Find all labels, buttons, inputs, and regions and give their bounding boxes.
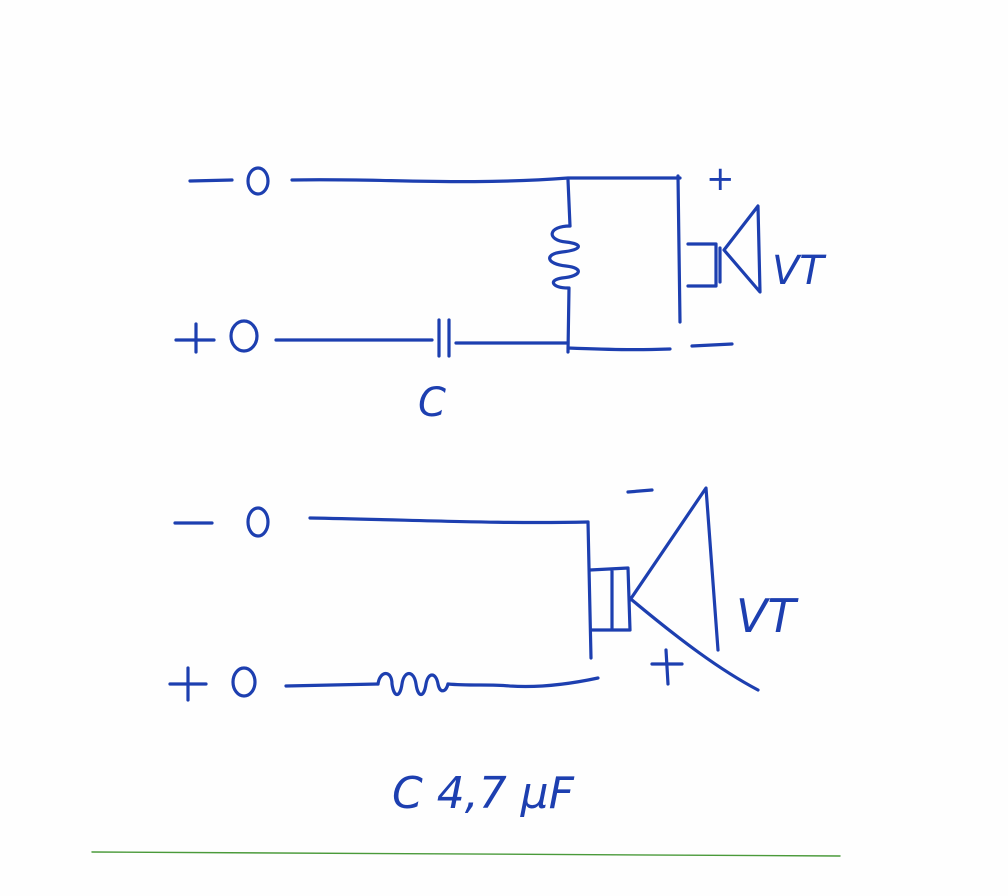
top-speaker-magnet bbox=[686, 242, 722, 288]
top-upper-wire bbox=[290, 176, 682, 184]
bottom-capacitor-note: C 4,7 μF bbox=[392, 768, 575, 819]
top-minus-terminal-circle bbox=[246, 166, 270, 196]
bottom-speaker-minus-mark bbox=[626, 488, 654, 494]
inductor-lead-top bbox=[566, 178, 572, 228]
bottom-speaker-cone bbox=[628, 486, 760, 692]
top-speaker-cone bbox=[722, 204, 762, 294]
bottom-minus-terminal-circle bbox=[246, 506, 270, 538]
top-speaker-label: VT bbox=[772, 248, 827, 294]
bottom-speaker-magnet bbox=[588, 566, 632, 632]
top-plus-terminal-circle bbox=[229, 319, 259, 353]
bottom-upper-wire bbox=[308, 516, 590, 525]
page-bottom-line bbox=[91, 851, 841, 857]
bottom-lower-wire-left bbox=[284, 682, 380, 688]
inductor-lead-bottom bbox=[566, 286, 571, 354]
bottom-plus-terminal-cross bbox=[168, 666, 208, 702]
bottom-inductor-coil bbox=[376, 671, 450, 697]
top-lower-wire-right bbox=[454, 341, 672, 352]
bottom-circuit bbox=[168, 486, 760, 702]
bottom-left-wire bbox=[586, 520, 593, 660]
bottom-speaker-plus-mark bbox=[650, 648, 684, 686]
inductor-coil bbox=[548, 224, 580, 290]
bottom-speaker-label: VT bbox=[736, 589, 799, 643]
bottom-lower-wire-right bbox=[446, 676, 600, 689]
top-plus-terminal-cross bbox=[174, 322, 216, 354]
top-circuit bbox=[174, 166, 762, 358]
bottom-plus-terminal-circle bbox=[231, 666, 257, 698]
top-speaker-plus-label: + bbox=[706, 159, 735, 199]
top-minus-terminal-dash bbox=[188, 178, 234, 183]
top-capacitor-label: C bbox=[418, 380, 446, 426]
top-speaker-minus-wire bbox=[690, 342, 734, 348]
top-right-wire bbox=[676, 174, 682, 324]
